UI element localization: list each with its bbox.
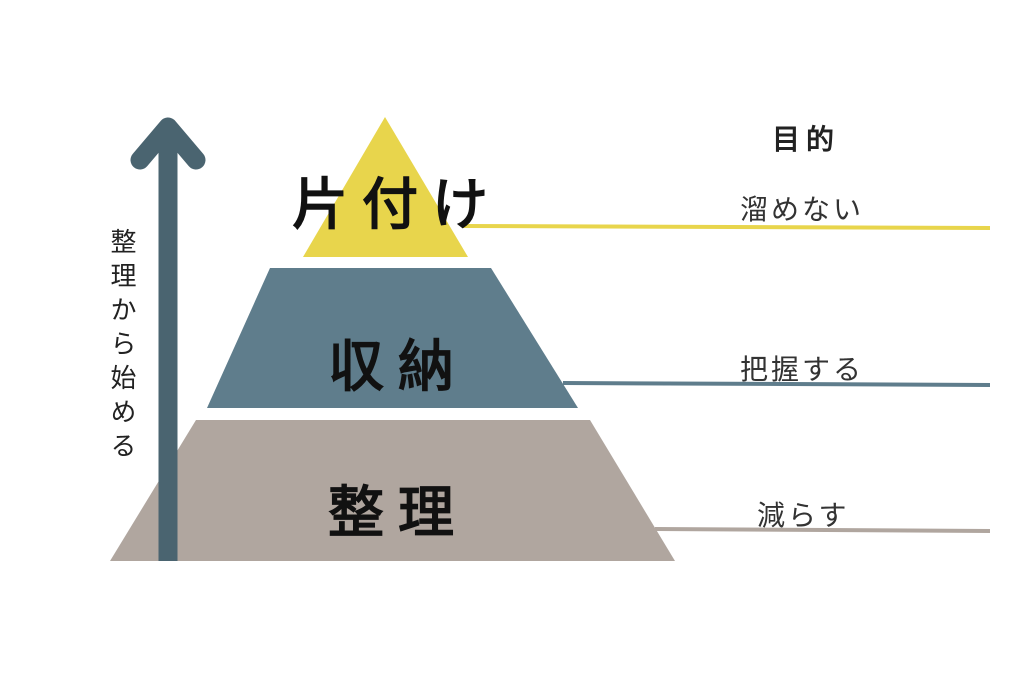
purpose-bottom: 減らす — [757, 499, 850, 532]
purpose-top: 溜めない — [740, 193, 865, 226]
connector-line-middle — [562, 381, 991, 387]
pyramid-level-bottom — [110, 420, 675, 561]
connector-line-top — [461, 224, 991, 230]
pyramid-level-top — [303, 117, 468, 257]
up-arrow-icon — [130, 117, 206, 561]
level-label-middle: 収納 — [328, 335, 468, 400]
purpose-heading: 目的 — [772, 123, 841, 156]
connector-line-bottom — [654, 527, 991, 533]
level-label-bottom: 整理 — [328, 481, 468, 546]
pyramid-level-middle — [207, 268, 578, 408]
level-label-top: 片付け — [292, 173, 502, 238]
axis-label: 整理から始める — [106, 228, 136, 466]
purpose-middle: 把握する — [740, 353, 865, 386]
